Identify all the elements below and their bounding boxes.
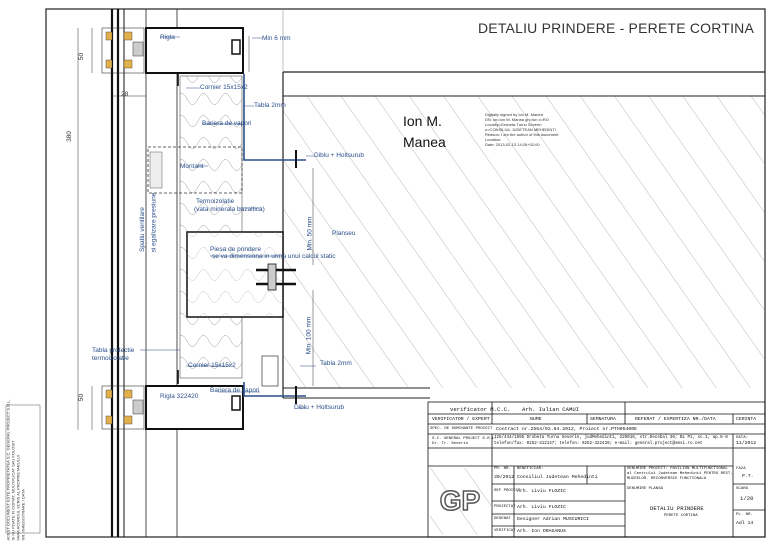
label-min100: Min. 100 mm [305, 316, 313, 355]
dim-28: 28 [121, 91, 129, 98]
dim-50-bottom: 50 [78, 393, 86, 402]
tb-company-1: S.C. GENERAL PROJECT S.R.L. [432, 437, 497, 441]
label-bariera-bottom: Bariera de vapori [210, 387, 260, 394]
title-block-grid [427, 401, 766, 538]
tb-plansa-name-2: PERETE CORTINA [664, 514, 698, 518]
tb-h-nume: NUME [530, 417, 542, 422]
tb-company-address: J25/444/1995 Drobeta Turnu Severin, judM… [494, 436, 728, 440]
rigla-bottom [145, 385, 244, 430]
insulation [179, 75, 243, 379]
dim-50-top: 50 [78, 52, 86, 61]
tb-plnr-label: PL. NR. [736, 513, 753, 517]
tb-verificat-role: VERIFICAT [494, 529, 516, 533]
label-spatiu-2: si egalizare presiune [150, 192, 158, 253]
tb-scara-label: SCARA [736, 487, 749, 491]
tb-faza-label: FAZA [736, 467, 746, 471]
label-planseu: Planseu [332, 230, 356, 237]
tb-desenat-name: Designer Adrian MUSCURICI [517, 517, 589, 522]
tb-h-verificator: VERIFICATOR / EXPERT [432, 417, 490, 422]
tb-company-contact: telefon/fax: 0252-312147; telefon: 0252-… [494, 442, 703, 446]
signer-name-line1: Ion M. [403, 113, 442, 129]
tb-beneficiar-value: Consiliul Judetean Mehedinti [517, 475, 598, 480]
tb-project-name-2: al Centrului Judetean Mehedinti PENTRU R… [627, 472, 733, 476]
sheet-metal-top [243, 74, 306, 161]
tb-verificator-name: Arh. Iulian CAMUI [522, 406, 580, 413]
slab-hatch [283, 96, 765, 388]
tb-project-name-3: MUZEELOR. RECONVERSIE FUNCTIONALA [627, 477, 707, 481]
sheet-metal-bottom [243, 382, 306, 397]
label-min6: Min 6 mm [262, 35, 291, 42]
tb-sefproiect-name: Arh. Liviu FLOZIC [517, 489, 566, 494]
tb-data-label: DATA: [736, 436, 749, 440]
tb-spec: SPEC. DE DOMINANTE PROIECT [430, 427, 493, 431]
tb-scara-value: 1/20 [740, 495, 754, 502]
company-logo: GP [430, 468, 491, 535]
tb-company-2: Dr. Tr. Severin [432, 442, 469, 446]
label-bariera-top: Bariera de vapori [202, 120, 252, 127]
tb-desenat-role: DESENAT [494, 517, 511, 521]
tb-sefproiect-role: SEF PROIECT [494, 489, 521, 493]
label-piesa-1: Piesa de prindere [210, 246, 261, 253]
tb-plnr-value: Adl 14 [736, 521, 754, 526]
label-tabla-prot-1: Tabla protectie [92, 347, 135, 354]
side-note: ACEST DOCUMENT ESTE PROPRIETATEA S.C. GE… [5, 399, 26, 541]
tb-h-referat: REFERAT / EXPERTIZA NR./DATA [635, 417, 716, 422]
montant-box [147, 146, 243, 194]
label-spatiu-1: Spatiu ventilare [138, 207, 146, 252]
label-montant: Montant [180, 163, 204, 170]
tb-plansa-name-1: DETALIU PRINDERE [650, 505, 704, 512]
dim-380: 380 [65, 131, 73, 142]
tb-verificat-name: Arh. Ion DRAGANUS [517, 529, 566, 534]
tb-data-value: 11/2012 [736, 441, 757, 446]
drawing-title: DETALIU PRINDERE - PERETE CORTINA [478, 20, 755, 36]
label-min50: Min. 50 mm [306, 216, 314, 251]
tb-h-semnatura: SEMNATURA [590, 417, 616, 422]
tb-proiectat-name: Arh. Liviu FLOZIC [517, 505, 566, 510]
signer-name-line2: Manea [403, 134, 446, 150]
label-diblu-top: Diblu + Holtsurub [314, 152, 365, 159]
tb-beneficiar-label: BENEFICIAR: [517, 467, 544, 471]
label-rigla: Rigla [160, 34, 175, 41]
tb-contract: Contract nr.2564/02.04.2012, Proiect nr.… [496, 427, 638, 432]
label-tabla-top: Tabla 2mm [254, 102, 286, 109]
tb-prnr-value: 30/2012 [494, 475, 515, 480]
tb-plansa-label: DENUMIRE PLANSA [627, 487, 664, 491]
label-diblu-bottom: Diblu + Holtsurub [294, 404, 345, 411]
signature-details: Digitally signed by Ion M. Manea DN: cn=… [485, 112, 559, 147]
tb-proiectat-role: PROIECTAT [494, 505, 516, 509]
tb-h-cerinta: CERINTA [736, 417, 757, 422]
rigla-top [145, 27, 244, 74]
tb-prnr-label: PR. NR. [494, 467, 511, 471]
tb-verificator-role: verificator M.C.C. [450, 406, 511, 413]
label-rigla-bottom: Rigla 322420 [160, 393, 199, 400]
label-cornier-bottom: Cornier 15x15x2 [188, 362, 236, 369]
logo-text: GP [440, 485, 480, 516]
label-tabla-prot-2: termoizolatie [92, 355, 129, 362]
tb-faza-value: P.T. [742, 474, 754, 479]
label-piesa-2: se va dimensiona in urma unui calcul sta… [212, 253, 336, 260]
label-termo-2: (vata minerala bazaltica) [194, 206, 265, 213]
label-tabla-bottom: Tabla 2mm [320, 360, 352, 367]
tb-project-name-1: DENUMIRE PROIECT: PAVILION MULTIFUNCTION… [627, 467, 728, 471]
label-cornier-top: Cornier 15x15x2 [200, 84, 248, 91]
label-termo-1: Termoizolatie [196, 198, 235, 205]
